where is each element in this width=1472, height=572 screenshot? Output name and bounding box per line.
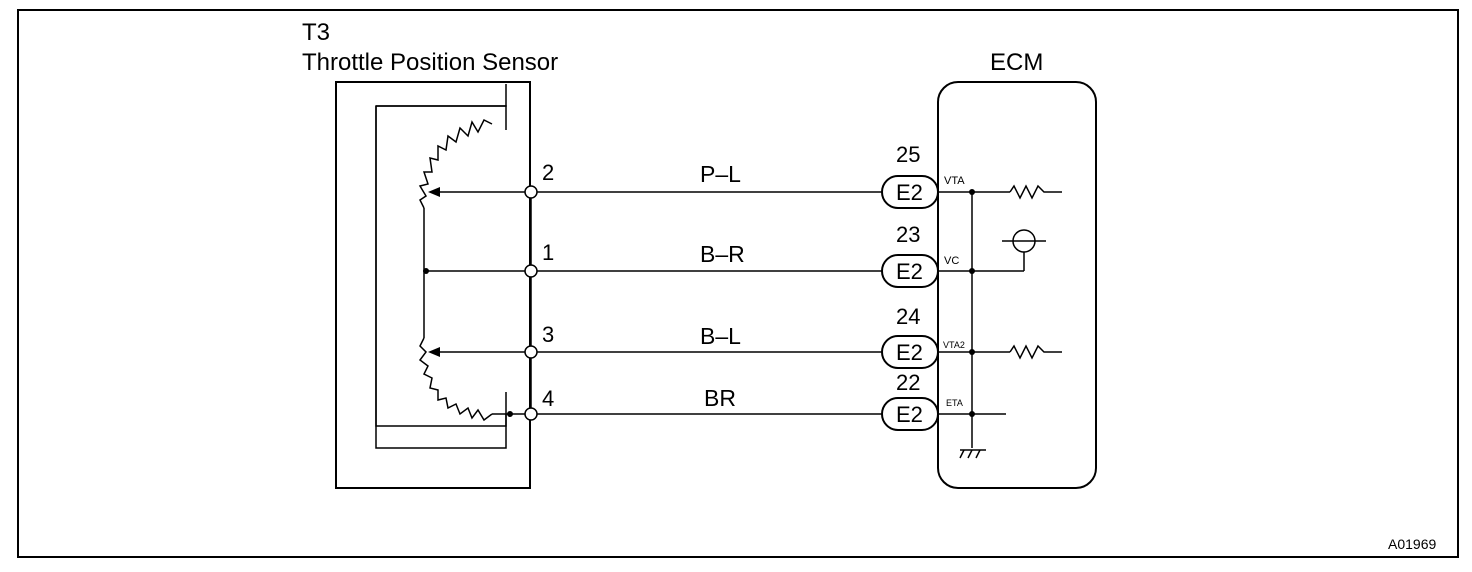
ecm-label: ECM	[990, 49, 1043, 76]
junction-dot	[969, 268, 975, 274]
wire-color: P–L	[700, 161, 741, 187]
upper-wiper-arrow	[428, 187, 440, 197]
ecm-signal-label: VC	[944, 255, 959, 267]
ecm-pin-number: 24	[896, 304, 920, 329]
sensor-pin-number: 3	[542, 322, 554, 347]
ecm-pin-number: 25	[896, 142, 920, 167]
sensor-housing	[335, 81, 531, 489]
ecm-pin-number: 22	[896, 370, 920, 395]
resistor-junction-dot	[423, 268, 429, 274]
sensor-code: T3	[302, 19, 330, 46]
sensor-terminal	[524, 345, 538, 359]
throttle-position-sensor	[335, 81, 532, 489]
wire-row-eta: 4 BR 22 E2 ETA	[524, 370, 963, 431]
vta2-resistor	[1009, 344, 1062, 360]
sensor-name: Throttle Position Sensor	[302, 49, 558, 76]
ecm-box	[937, 81, 1097, 489]
wire-color: BR	[704, 385, 736, 411]
vta-resistor	[1009, 184, 1062, 200]
wire-row-vta: 2 P–L 25 E2 VTA	[524, 142, 965, 209]
lower-wiper-arrow	[428, 347, 440, 357]
sensor-pin-number: 4	[542, 386, 554, 411]
sensor-pin-number: 2	[542, 160, 554, 185]
ecm-internal-circuit	[938, 184, 1062, 459]
sensor-terminal	[524, 185, 538, 199]
ecm-signal-label: VTA	[944, 175, 965, 187]
ecm-signal-label: VTA2	[943, 340, 965, 350]
wire-color: B–L	[700, 323, 741, 349]
connector-code: E2	[896, 340, 923, 365]
ecm-signal-label: ETA	[946, 398, 963, 408]
lower-resistor-zigzag	[418, 337, 493, 422]
wire-color: B–R	[700, 241, 745, 267]
sensor-inner-frame	[375, 84, 507, 427]
ecm-pin-number: 23	[896, 222, 920, 247]
junction-dot	[969, 349, 975, 355]
wire-row-vta2: 3 B–L 24 E2 VTA2	[524, 304, 965, 369]
figure-id: A01969	[1388, 536, 1436, 552]
sensor-terminal	[524, 407, 538, 421]
upper-resistor-zigzag	[418, 118, 493, 209]
wire-row-vc: 1 B–R 23 E2 VC	[524, 222, 959, 288]
ground-junction-dot	[507, 411, 513, 417]
junction-dot	[969, 189, 975, 195]
junction-dot	[969, 411, 975, 417]
connector-code: E2	[896, 402, 923, 427]
sensor-terminal	[524, 264, 538, 278]
inner-frame-top	[375, 105, 507, 449]
diagram-frame	[17, 9, 1459, 558]
connector-code: E2	[896, 259, 923, 284]
sensor-pin-number: 1	[542, 240, 554, 265]
ground-icon	[959, 449, 986, 459]
connector-code: E2	[896, 180, 923, 205]
